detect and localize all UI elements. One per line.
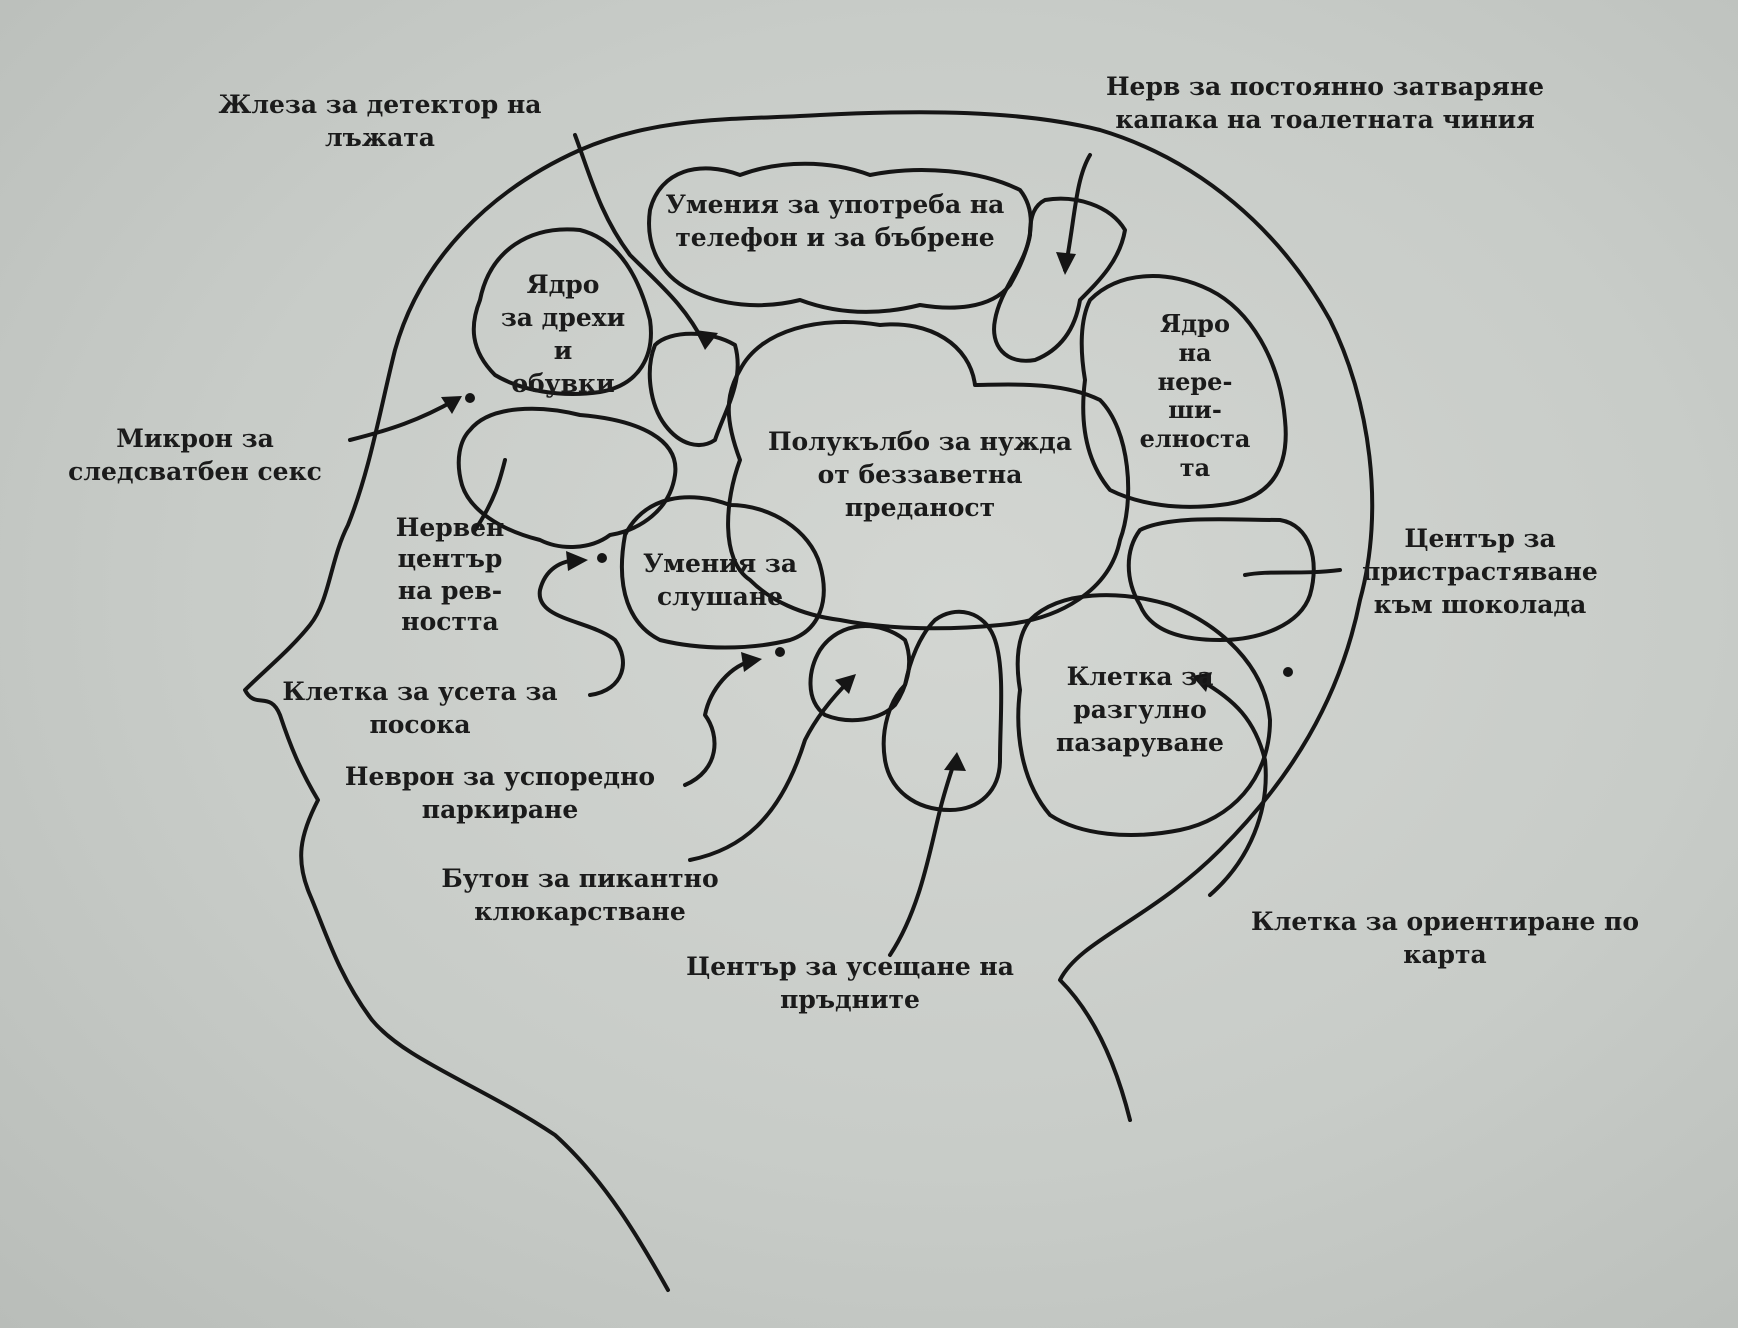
pointer-post-sex-micron (348, 398, 457, 442)
lobe-listening-skills (620, 495, 826, 650)
arrowhead-post-sex-micron (441, 396, 462, 414)
lobe-gossip-button (808, 624, 912, 723)
lobe-clothes-core (471, 227, 653, 396)
pointer-toilet-nerve (1063, 153, 1092, 272)
lobe-fart-center (881, 609, 1004, 812)
label-indecision-core: Ядро на нере- ши- елноста та (1139, 309, 1251, 482)
pointer-jealousy (473, 458, 507, 532)
arrowhead-parallel-parking (741, 652, 762, 672)
pointer-parallel-parking (683, 658, 757, 787)
label-fart-sensing-center: Център за усещане на пръдните (686, 952, 1014, 1014)
label-shopping-spree-cell: Клетка за разгулно пазаруване (1056, 662, 1224, 757)
pointer-lie-detector (573, 133, 707, 347)
lobe-devotion-hemisphere (726, 320, 1131, 631)
marker-dot-direction (597, 553, 607, 563)
pointer-gossip (688, 678, 852, 862)
head-outline (243, 110, 1375, 1292)
arrowhead-toilet-nerve (1056, 252, 1076, 275)
label-jealousy-nerve-center: Нервен център на рев- ността (395, 513, 505, 636)
pointer-chocolate (1243, 568, 1342, 577)
arrowhead-lie-detector (695, 330, 718, 350)
label-map-reading-cell: Клетка за ориентиране по карта (1250, 907, 1640, 969)
pointer-map-reading (1198, 678, 1268, 897)
arrowhead-direction-sense (566, 551, 588, 571)
label-devotion-hemisphere: Полукълбо за нужда от беззаветна предано… (767, 427, 1073, 522)
marker-dot-map (1283, 667, 1293, 677)
label-phone-talk-skills: Умения за употреба на телефон и за бъбре… (665, 190, 1005, 252)
arrowhead-fart-sensing (944, 752, 966, 771)
label-direction-sense-cell: Клетка за усета за посока (282, 677, 558, 739)
pointer-fart-sensing (888, 758, 957, 957)
marker-dot-parking (775, 647, 785, 657)
lobe-indecision-core (1079, 274, 1288, 509)
label-lie-detector-gland: Жлеза за детектор на лъжата (218, 90, 542, 152)
label-chocolate-addiction-center: Център за пристрастяване към шоколада (1362, 524, 1598, 619)
label-post-sex-micron: Микрон за следсватбен секс (68, 424, 322, 486)
label-toilet-lid-nerve: Нерв за постоянно затваряне капака на то… (1105, 72, 1545, 134)
pointer-direction-sense (537, 558, 625, 697)
arrowhead-map-reading (1192, 672, 1212, 692)
lobe-shopping-cell (1015, 593, 1272, 837)
label-gossip-button: Бутон за пикантно клюкарстване (441, 864, 719, 926)
label-clothes-shoes-core: Ядро за дрехи и обувки (500, 270, 626, 398)
label-parallel-parking-neuron: Неврон за успоредно паркиране (344, 762, 656, 824)
lobe-lie-gland (647, 331, 740, 447)
label-listening-skills: Умения за слушане (642, 549, 798, 611)
lobe-toilet-nerve (992, 196, 1127, 363)
marker-dot-micron (465, 393, 475, 403)
arrowhead-gossip (835, 674, 856, 694)
lobe-chocolate-center (1126, 517, 1316, 642)
